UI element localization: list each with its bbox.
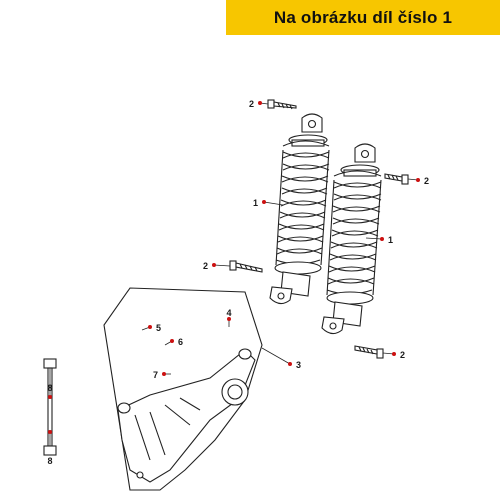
- label-part-2-right-lower: 2: [400, 350, 405, 360]
- label-part-2-left: 2: [203, 261, 208, 271]
- bolt-left-middle: [229, 260, 263, 273]
- label-part-6: 6: [178, 337, 183, 347]
- label-part-8-top: 8: [47, 383, 52, 393]
- label-part-2-right-upper: 2: [424, 176, 429, 186]
- label-part-8-bottom: 8: [47, 456, 52, 466]
- shock-absorber-left: [269, 113, 330, 305]
- banner-text: Na obrázku díl číslo 1: [273, 7, 453, 27]
- swing-arm-bracket: [103, 287, 263, 491]
- label-part-1-right: 1: [388, 235, 393, 245]
- bolt-right-upper: [384, 173, 409, 185]
- bolt-right-lower: [354, 345, 384, 359]
- shock-absorber-right: [321, 143, 382, 335]
- label-part-2-top: 2: [249, 99, 254, 109]
- part-number-banner: Na obrázku díl číslo 1: [226, 0, 500, 35]
- label-part-4: 4: [226, 308, 231, 318]
- leader-dots: [48, 101, 420, 434]
- part-labels: 1 1 2 2 2 2 3 4 5 6 7 8 8: [47, 99, 429, 466]
- bolt-top-left: [267, 99, 297, 110]
- label-part-7: 7: [153, 370, 158, 380]
- label-part-3: 3: [296, 360, 301, 370]
- label-part-1-left: 1: [253, 198, 258, 208]
- label-part-5: 5: [156, 323, 161, 333]
